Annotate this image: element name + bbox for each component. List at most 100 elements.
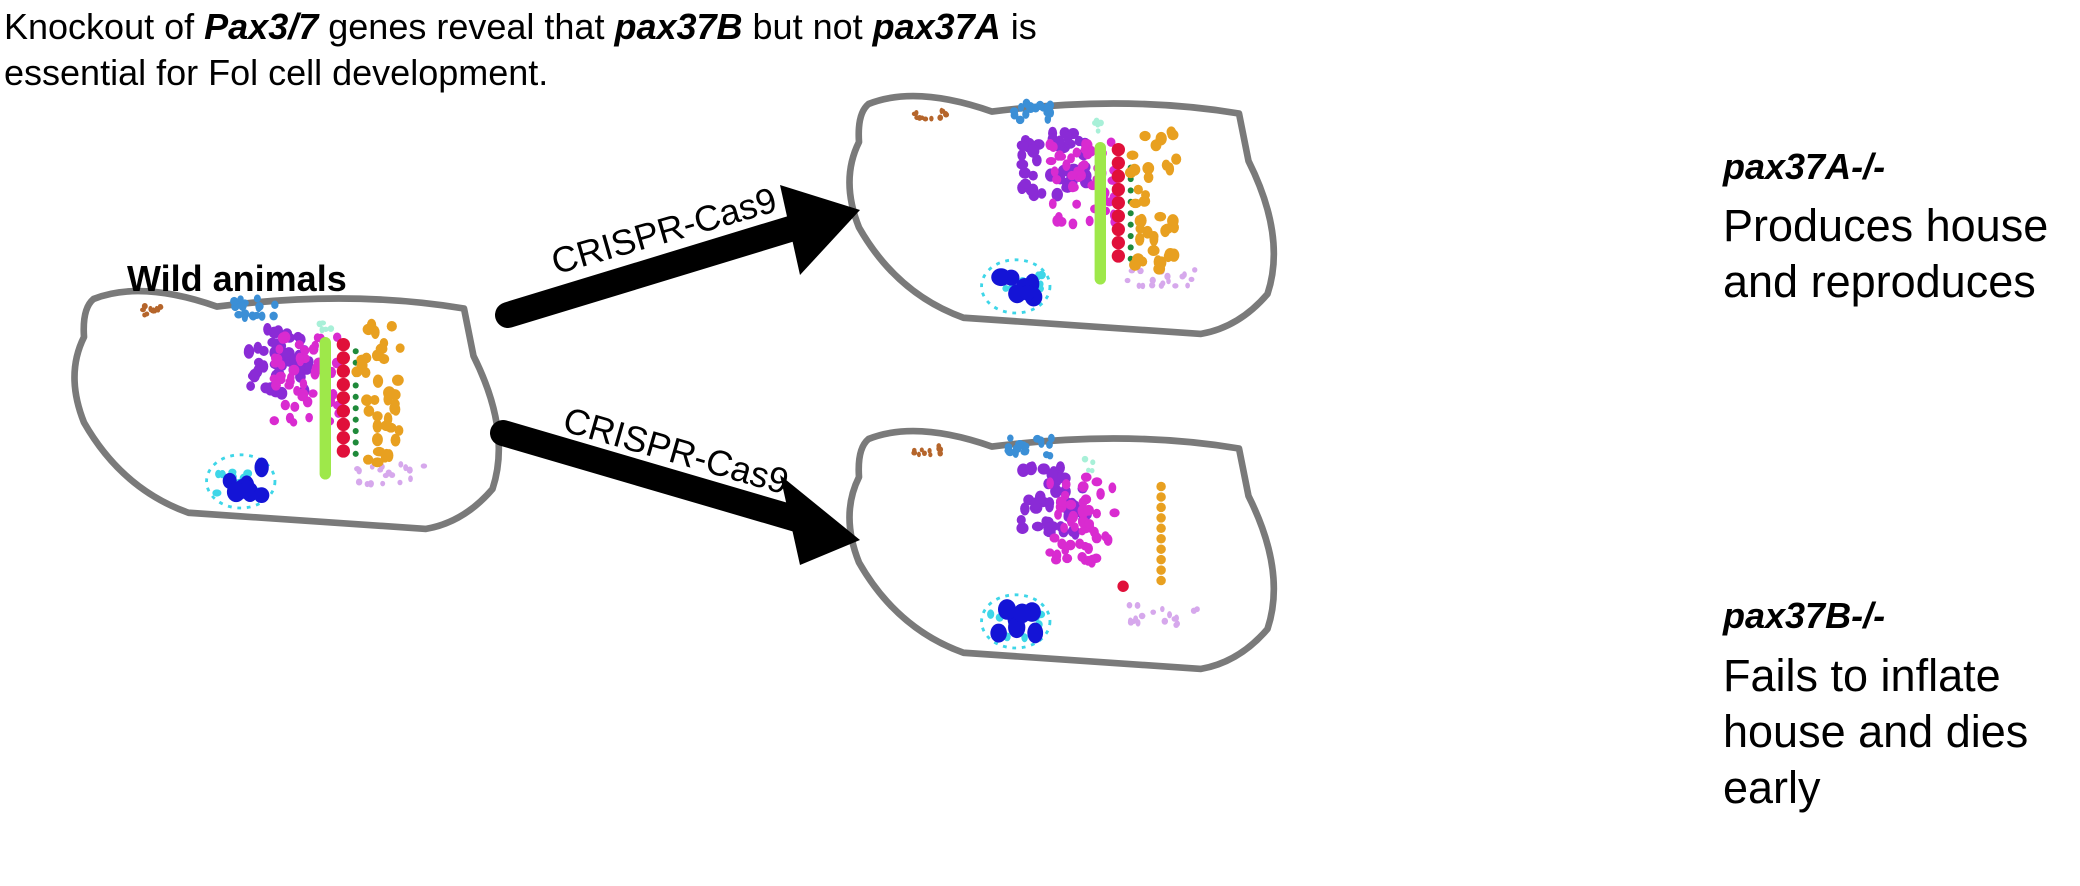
blue-cell-cluster xyxy=(241,314,248,322)
arrow-to-pax37A xyxy=(495,185,860,328)
pax37A-phenotype-label: Produces house and reproduces xyxy=(1723,200,2049,307)
red-cell-column xyxy=(1111,182,1125,197)
purple-cell-cluster xyxy=(1020,502,1030,516)
headline-gene: pax37B xyxy=(614,6,743,47)
magenta-cell-cluster xyxy=(1048,198,1057,209)
magenta-cell-cluster xyxy=(280,399,290,411)
magenta-cell-cluster xyxy=(1103,534,1113,546)
purple-cell-cluster xyxy=(1051,187,1063,202)
magenta-cell-cluster xyxy=(300,345,310,356)
purple-cell-cluster xyxy=(1019,178,1032,189)
lavender-cell-trail xyxy=(1166,278,1171,285)
magenta-cell-cluster xyxy=(1051,551,1061,562)
red-cell-column xyxy=(336,337,350,352)
lavender-cell-trail xyxy=(1188,276,1195,283)
magenta-cell-cluster xyxy=(1062,553,1073,564)
wild-animals-label: Wild animals xyxy=(127,258,347,299)
orange-cell-cluster xyxy=(1138,195,1151,207)
magenta-cell-cluster xyxy=(1077,481,1089,492)
mint-cells xyxy=(1092,120,1098,126)
purple-cell-cluster xyxy=(1018,167,1031,179)
mint-cells xyxy=(1086,467,1091,473)
nucleus-cluster xyxy=(226,481,246,503)
magenta-cell-cluster xyxy=(1091,477,1103,487)
lavender-cell-trail xyxy=(1172,283,1179,289)
red-cell-column xyxy=(1111,209,1125,223)
magenta-cell-cluster xyxy=(293,385,301,396)
purple-cell-cluster xyxy=(263,323,272,336)
orange-cell-cluster xyxy=(391,403,401,416)
headline-text: but not xyxy=(742,6,873,47)
purple-cell-cluster xyxy=(281,348,291,359)
mint-cells xyxy=(1090,459,1096,466)
blue-cell-cluster xyxy=(1004,446,1013,455)
purple-cell-cluster xyxy=(1063,131,1073,145)
magenta-cell-cluster xyxy=(284,381,294,390)
blue-cell-cluster xyxy=(234,310,244,319)
purple-cell-cluster xyxy=(259,360,269,373)
blue-cell-cluster xyxy=(1018,102,1025,112)
magenta-cell-cluster xyxy=(1079,160,1089,170)
headline-text: genes reveal that xyxy=(318,6,615,47)
cyan-cell-ring xyxy=(1021,633,1028,643)
lavender-cell-trail xyxy=(1167,611,1173,619)
orange-cell-column xyxy=(1156,513,1166,523)
arrow-to-pax37B xyxy=(490,420,860,565)
magenta-cell-cluster xyxy=(275,344,284,355)
orange-cell-cluster xyxy=(372,419,383,433)
purple-cell-cluster xyxy=(1027,144,1040,158)
magenta-cell-cluster xyxy=(1072,199,1082,209)
lavender-cell-trail xyxy=(1182,271,1187,279)
magenta-cell-cluster xyxy=(1045,157,1057,166)
blue-cell-cluster xyxy=(230,296,239,306)
blue-cell-cluster xyxy=(1038,440,1045,448)
orange-cell-cluster xyxy=(1168,248,1180,262)
orange-cell-cluster xyxy=(370,394,380,406)
magenta-cell-cluster xyxy=(1067,170,1077,181)
magenta-cell-cluster xyxy=(1060,522,1068,534)
magenta-cell-cluster xyxy=(1062,159,1071,171)
orange-cell-cluster xyxy=(1143,171,1154,184)
magenta-cell-cluster xyxy=(1080,472,1092,482)
nucleus-outline xyxy=(980,593,1052,650)
lavender-cell-trail xyxy=(1173,621,1180,629)
green-cell-column xyxy=(1127,244,1134,251)
pax37B-genotype-label: pax37B-/- xyxy=(1723,595,1886,636)
headline-text: is essential for Fol cell development. xyxy=(4,6,1037,93)
orange-cell-column xyxy=(1156,544,1166,554)
mint-cells xyxy=(319,326,325,334)
magenta-cell-cluster xyxy=(1106,137,1116,147)
magenta-cell-cluster xyxy=(1072,147,1081,158)
orange-cell-cluster xyxy=(383,386,396,400)
orange-cell-cluster xyxy=(391,374,404,386)
magenta-cell-cluster xyxy=(1084,543,1093,555)
magenta-cell-cluster xyxy=(1083,504,1094,516)
nucleus-cluster xyxy=(991,268,1011,287)
magenta-cell-cluster xyxy=(1091,553,1102,563)
magenta-cell-cluster xyxy=(302,396,313,408)
red-cell-column xyxy=(1111,196,1125,210)
mint-cells xyxy=(1089,467,1095,474)
headline-text: Knockout of xyxy=(4,6,205,47)
magenta-cell-cluster xyxy=(305,412,313,423)
purple-cell-cluster xyxy=(1016,515,1026,525)
orange-cell-cluster xyxy=(386,320,397,332)
brown-cell-cluster xyxy=(937,450,943,456)
arrowhead-icon xyxy=(780,185,860,275)
magenta-cell-cluster xyxy=(1096,488,1105,500)
nucleus-cluster xyxy=(997,599,1017,620)
lavender-cell-trail xyxy=(406,466,413,474)
blue-cell-cluster xyxy=(238,301,247,311)
magenta-cell-cluster xyxy=(1065,499,1077,510)
orange-cell-cluster xyxy=(363,454,374,465)
magenta-cell-cluster xyxy=(310,366,322,376)
brown-cell-cluster xyxy=(921,450,927,457)
red-cell-column xyxy=(1111,222,1125,237)
blue-cell-cluster xyxy=(1007,434,1014,442)
magenta-cell-cluster xyxy=(1046,477,1054,489)
orange-cell-cluster xyxy=(371,457,384,468)
nucleus-cluster xyxy=(1027,622,1044,644)
blue-cell-cluster xyxy=(1025,102,1035,110)
magenta-cell-cluster xyxy=(1056,496,1067,507)
magenta-cell-cluster xyxy=(1109,508,1120,518)
